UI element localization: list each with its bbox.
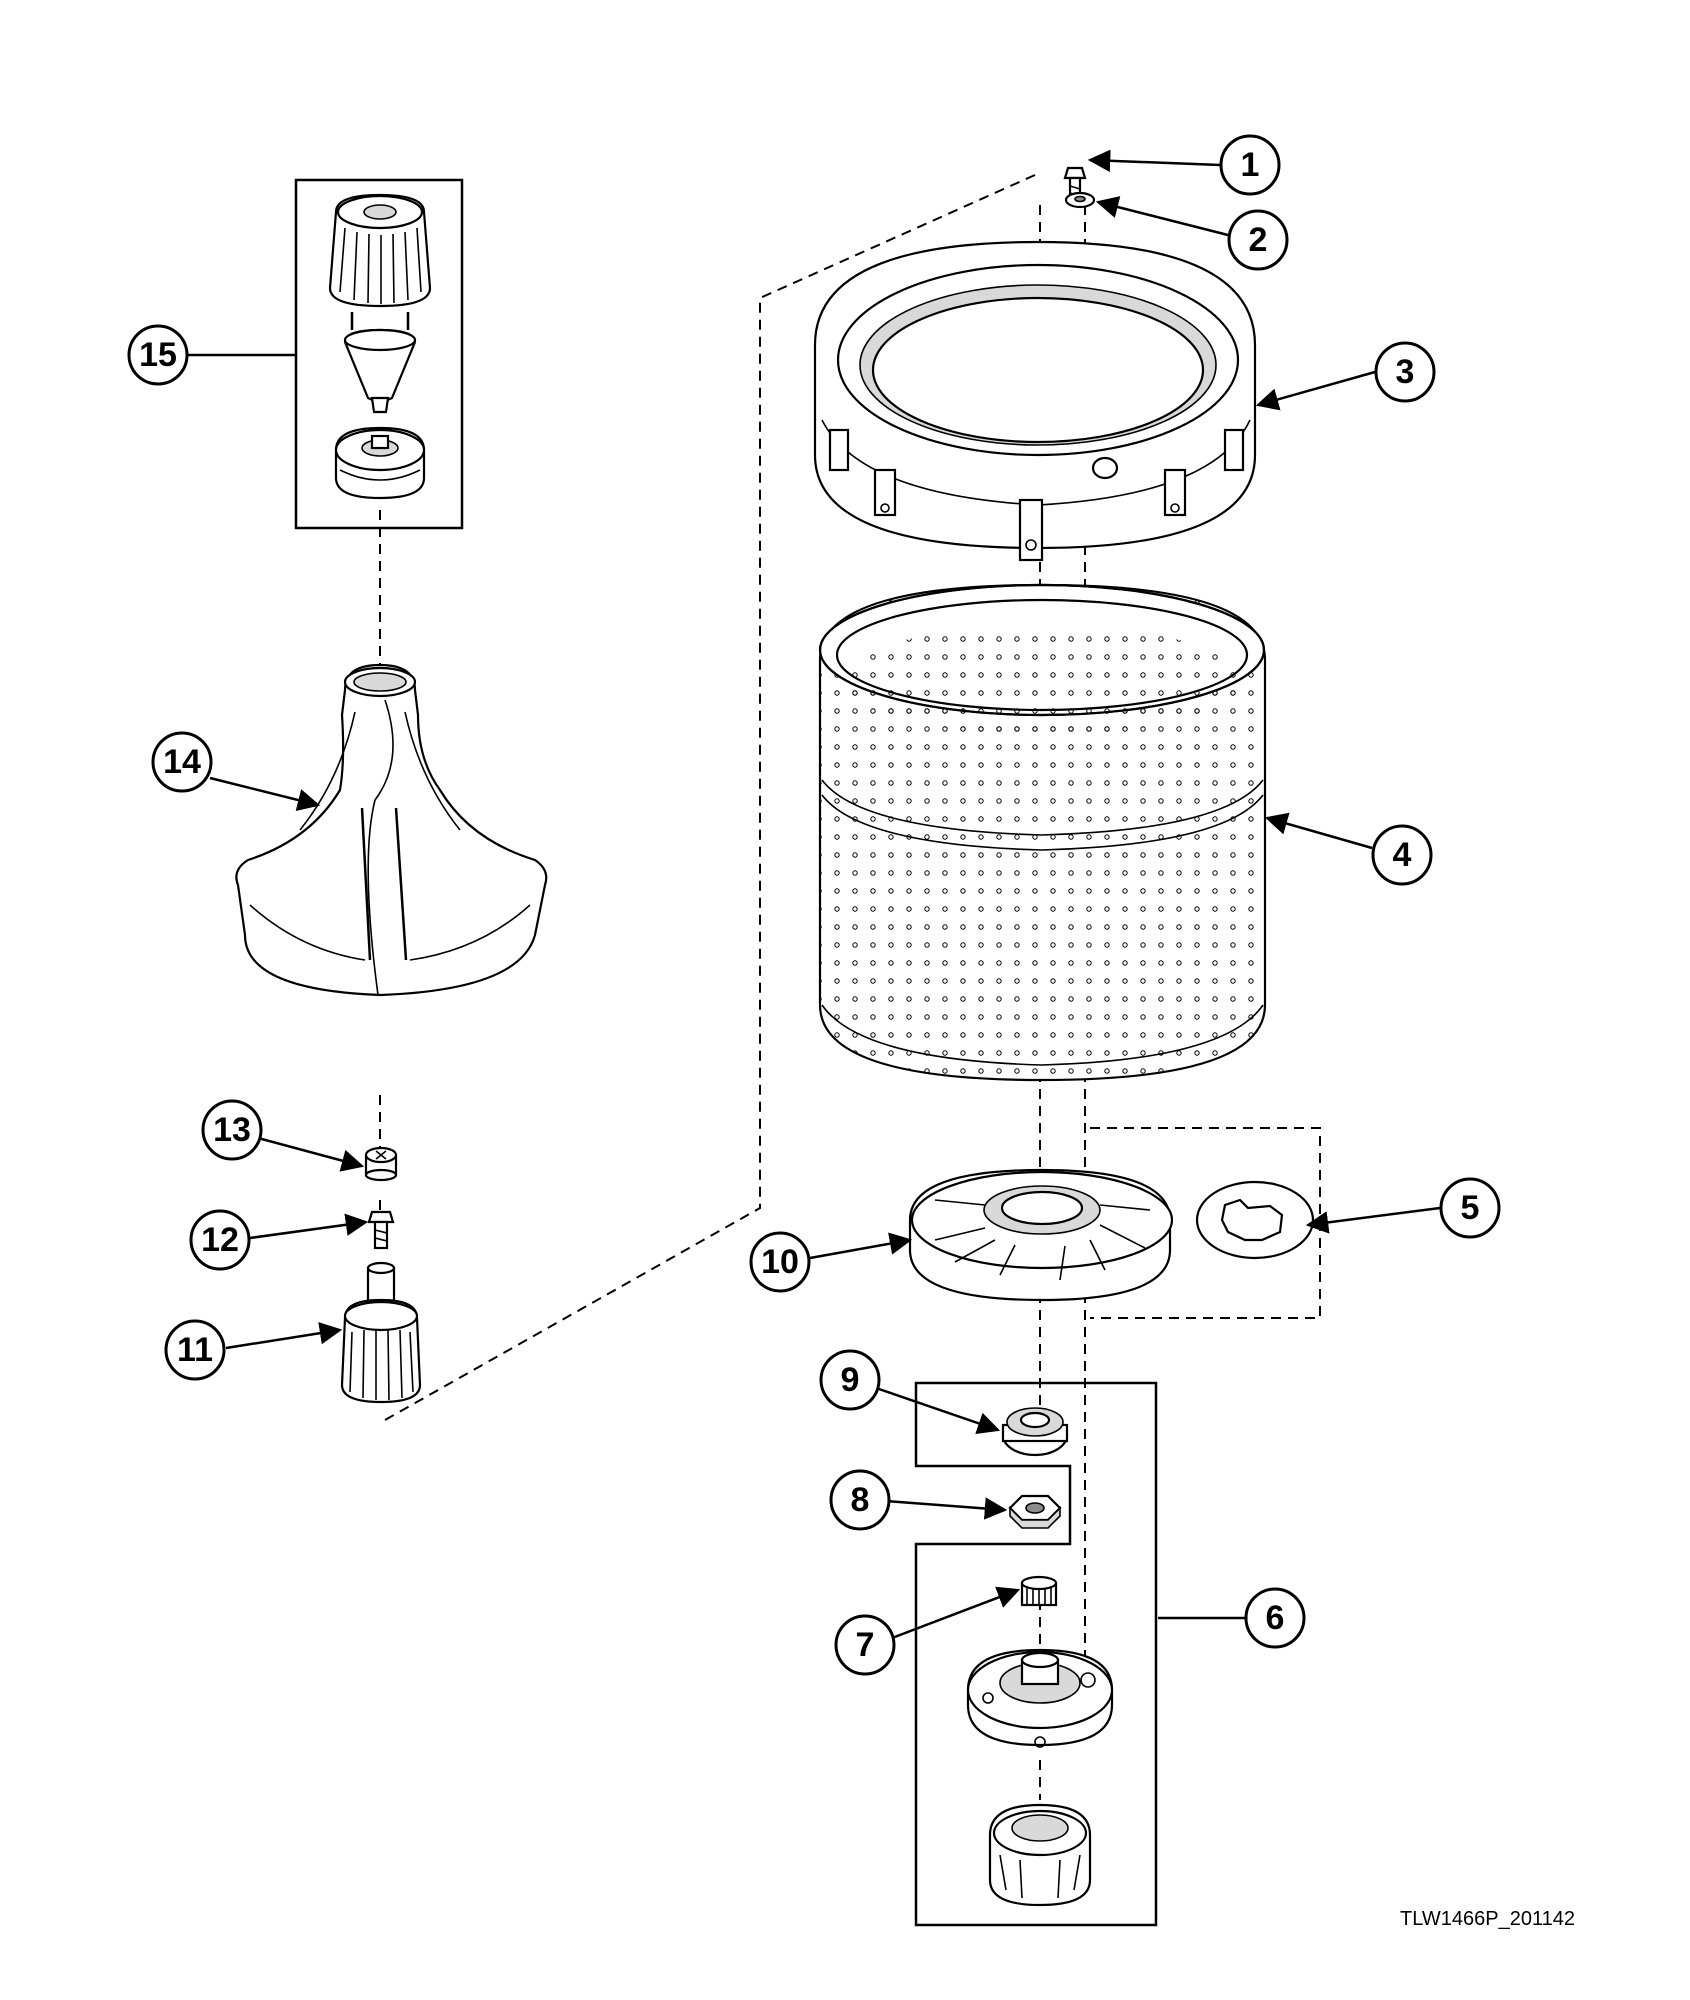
callout-6-label: 6 <box>1266 1599 1285 1637</box>
leader-10 <box>809 1232 913 1260</box>
callout-13: 13 <box>201 1099 263 1161</box>
dispenser-cup-part-15 <box>343 312 417 414</box>
callout-15: 15 <box>127 324 189 386</box>
callout-14: 14 <box>151 731 213 793</box>
callout-14-label: 14 <box>163 743 201 781</box>
callout-7-label: 7 <box>856 1626 875 1664</box>
seal-part-9 <box>1001 1407 1069 1457</box>
basket-hub-part-10 <box>908 1168 1174 1302</box>
leader-1 <box>1087 149 1221 173</box>
agitator-drive-part-11 <box>340 1261 422 1404</box>
callout-2: 2 <box>1227 209 1289 271</box>
callout-2-label: 2 <box>1249 221 1268 259</box>
drawing-code: TLW1466P_201142 <box>1400 1908 1575 1930</box>
leader-5 <box>1305 1206 1441 1234</box>
gasket-part-5 <box>1195 1180 1315 1260</box>
callout-10-label: 10 <box>761 1243 799 1281</box>
leader-13 <box>257 1136 365 1172</box>
wash-basket-part-4 <box>818 583 1267 1082</box>
leader-4 <box>1264 812 1373 850</box>
callout-15-label: 15 <box>139 336 177 374</box>
callout-5: 5 <box>1439 1177 1501 1239</box>
leader-9 <box>875 1386 1001 1435</box>
cap-part-13 <box>364 1146 398 1182</box>
callout-3-label: 3 <box>1396 353 1415 391</box>
balance-ring-part-3 <box>813 240 1257 562</box>
leader-8 <box>885 1497 1008 1520</box>
callout-5-label: 5 <box>1461 1189 1480 1227</box>
agitator-cap-part-15 <box>328 193 432 308</box>
drive-housing-part-6 <box>966 1648 1114 1748</box>
callout-10: 10 <box>749 1231 811 1293</box>
leader-14 <box>209 776 321 812</box>
splined-bushing-part-7 <box>1020 1575 1058 1607</box>
callout-4: 4 <box>1371 824 1433 886</box>
callout-9-label: 9 <box>841 1361 860 1399</box>
callouts: 1 2 3 4 5 6 7 8 <box>127 134 1501 1676</box>
callout-13-label: 13 <box>213 1111 251 1149</box>
agitator-part-14 <box>235 663 548 997</box>
callout-11-label: 11 <box>177 1331 213 1369</box>
hex-nut-part-8 <box>1008 1494 1062 1529</box>
leader-11 <box>225 1322 343 1350</box>
leader-lines <box>185 149 1441 1640</box>
leader-2 <box>1095 196 1229 237</box>
leader-12 <box>249 1213 369 1240</box>
callout-3: 3 <box>1374 341 1436 403</box>
leader-3 <box>1255 370 1376 411</box>
callout-4-label: 4 <box>1393 836 1412 874</box>
callout-9: 9 <box>819 1349 881 1411</box>
callout-11: 11 <box>164 1319 226 1381</box>
washer-part-2 <box>1064 191 1096 209</box>
callout-7: 7 <box>834 1614 896 1676</box>
callout-12: 12 <box>189 1209 251 1271</box>
callout-12-label: 12 <box>201 1221 239 1259</box>
callout-1: 1 <box>1219 134 1281 196</box>
callout-8-label: 8 <box>851 1481 870 1519</box>
callout-8: 8 <box>829 1469 891 1531</box>
adapter-part-15 <box>334 426 426 500</box>
screw-part-12 <box>367 1210 395 1250</box>
leader-7 <box>891 1586 1021 1640</box>
bearing-cup-part-6 <box>988 1803 1092 1907</box>
callout-1-label: 1 <box>1241 146 1260 184</box>
group-box-6 <box>914 1381 1158 1927</box>
callout-6: 6 <box>1244 1587 1306 1649</box>
